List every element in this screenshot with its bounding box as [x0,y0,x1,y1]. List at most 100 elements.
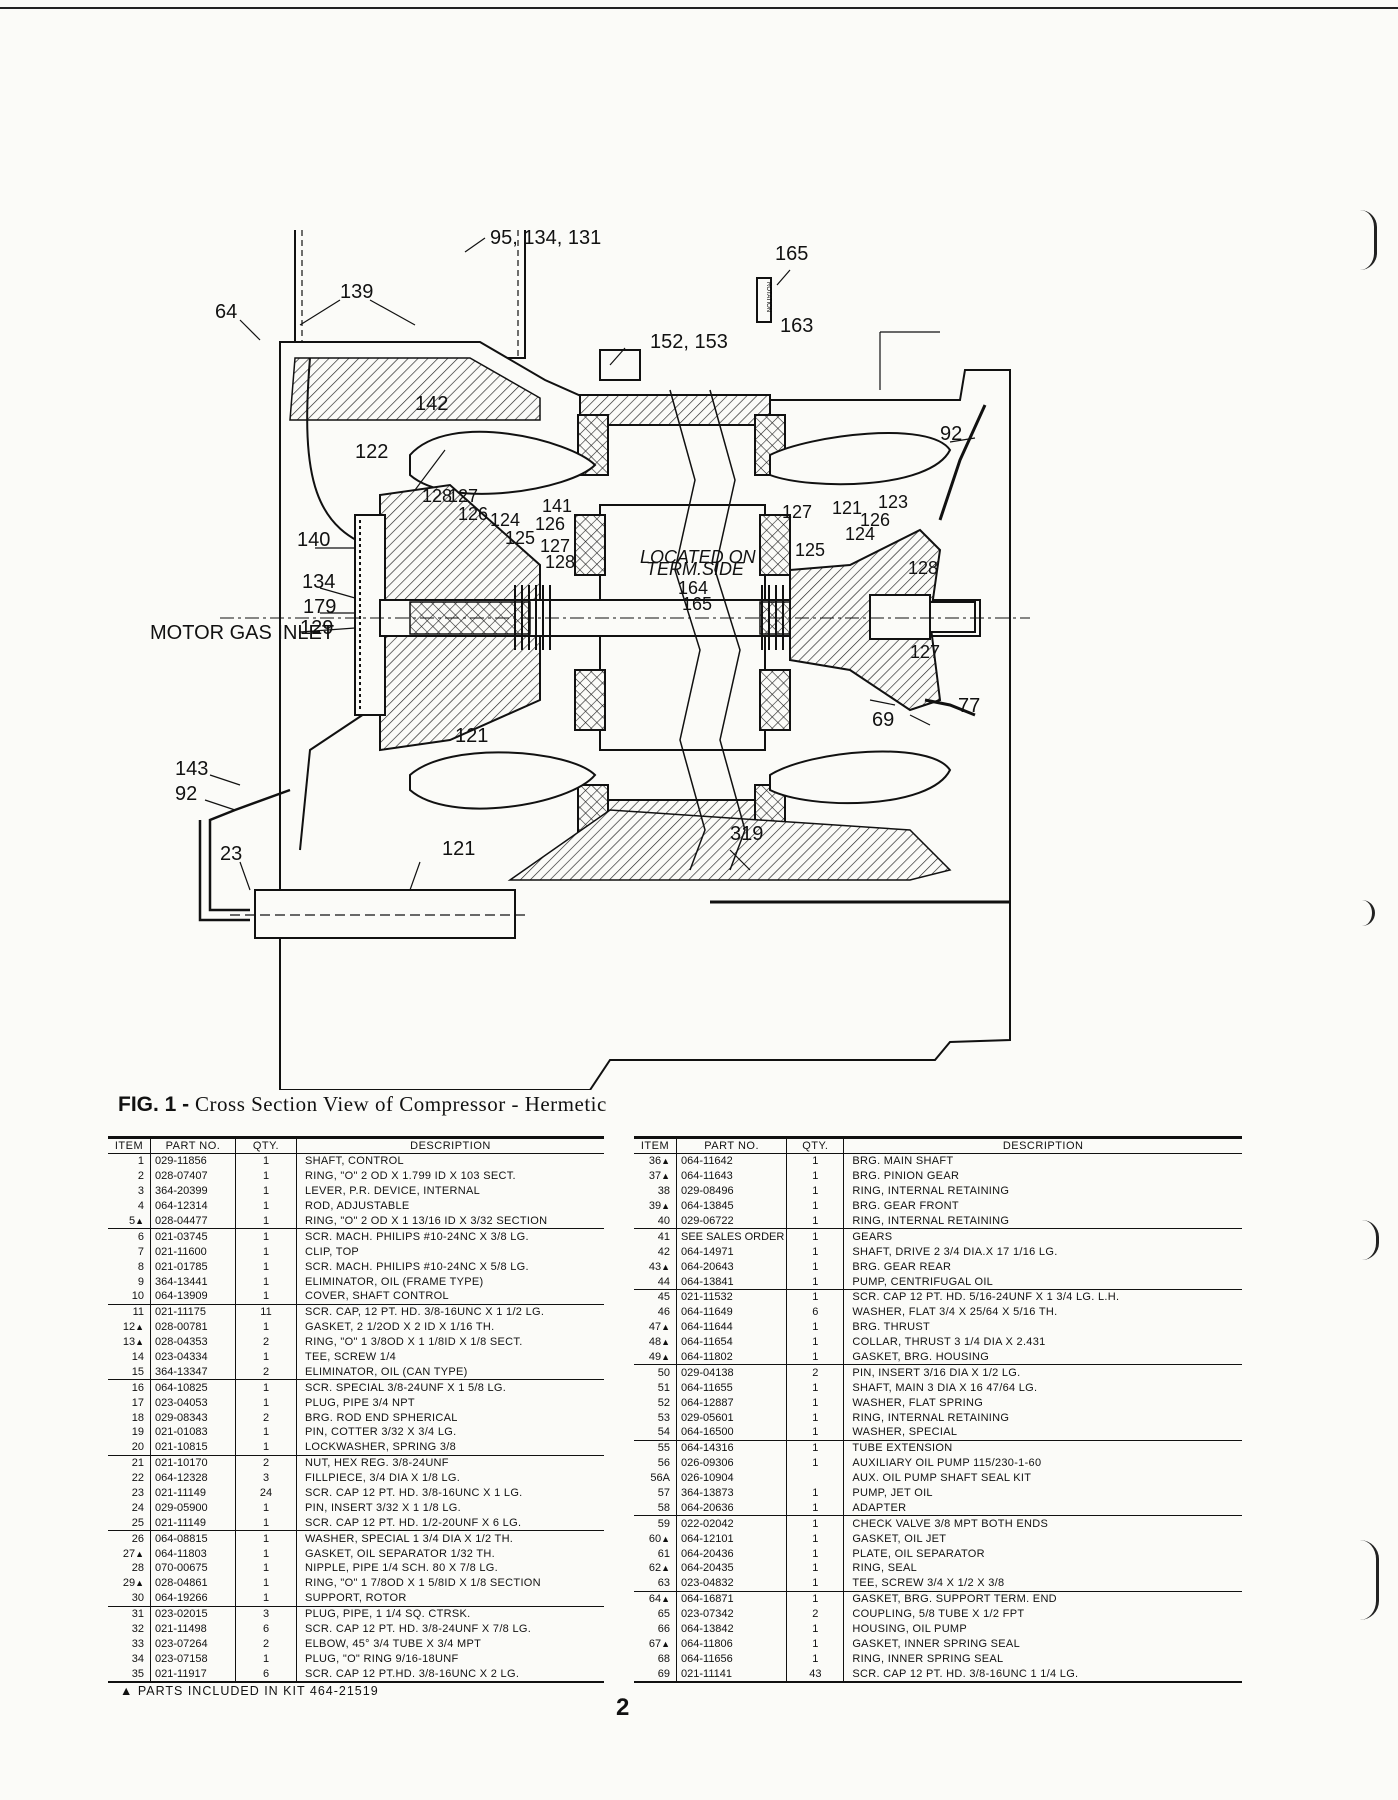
qty-cell-text: 1 [262,1230,270,1243]
item-cell-text: 2 [137,1170,144,1183]
part-no-cell: 029-08496 [675,1183,787,1199]
description-cell: TUBE EXTENSION [843,1439,1242,1456]
qty-cell-text: 1 [262,1441,270,1454]
item-cell-text: 18 [131,1411,144,1424]
description-cell: SCR. MACH. PHILIPS #10-24NC X 5/8 LG. [296,1259,604,1275]
description-cell-text: SCR. CAP 12 PT. HD. 1/2-20UNF X 6 LG. [305,1516,522,1529]
item-cell-text: 63 [657,1577,670,1590]
qty-cell-text: 2 [262,1411,270,1424]
part-no-cell-text: 064-11806 [681,1637,733,1650]
callout-125-right: 125 [795,540,825,560]
qty-cell-text: 1 [812,1547,819,1560]
qty-cell: 1 [235,1213,297,1229]
part-no-cell: 064-11644 [675,1319,787,1335]
qty-cell: 1 [786,1244,844,1260]
description-cell-text: RING, SEAL [852,1562,918,1575]
callout-95-134-131: 95, 134, 131 [490,230,601,249]
part-no-cell-text: 023-04334 [155,1351,208,1364]
qty-cell [786,1470,844,1486]
qty-cell-text: 1 [812,1411,819,1424]
item-cell: 40 [634,1214,677,1229]
item-cell: 30 [108,1591,151,1606]
callout-124-right: 124 [845,524,875,544]
description-cell: GASKET, 2 1/2OD X 2 ID X 1/16 TH. [296,1319,604,1335]
item-cell: 21 [108,1454,151,1471]
item-cell: 67▲ [634,1637,677,1652]
description-cell-text: BRG. GEAR FRONT [852,1200,959,1213]
description-cell: RING, INTERNAL RETAINING [843,1183,1242,1199]
callout-164: 164 [678,578,708,598]
description-cell: PIN, INSERT 3/32 X 1 1/8 LG. [296,1500,604,1516]
kit-marker-icon: ▲ [661,1594,670,1605]
qty-cell-text: 1 [812,1562,819,1575]
part-no-cell-text: SEE SALES ORDER [681,1230,785,1243]
part-no-cell-text: 021-11141 [681,1667,732,1680]
item-cell-text: 25 [131,1516,144,1529]
qty-cell-text: 1 [812,1215,819,1227]
description-cell: PLATE, OIL SEPARATOR [843,1546,1242,1562]
kit-marker-icon: ▲ [661,1201,670,1212]
rotation-tag-label: ROTATION [765,282,771,312]
description-cell: BRG. GEAR FRONT [843,1198,1242,1214]
description-cell: ELBOW, 45° 3/4 TUBE X 3/4 MPT [296,1636,604,1652]
description-cell-text: SCR. CAP 12 PT. HD. 5/16-24UNF X 1 3/4 L… [852,1291,1120,1304]
item-cell-text: 7 [137,1245,144,1258]
description-cell-text: TEE, SCREW 1/4 [305,1351,396,1364]
item-cell-text: 60 [648,1532,662,1545]
qty-cell-text: 6 [262,1623,270,1636]
description-cell: COUPLING, 5/8 TUBE X 1/2 FPT [843,1606,1242,1622]
part-no-cell-text: 026-09306 [681,1457,734,1470]
part-no-cell: 064-14316 [675,1439,787,1456]
part-no-cell: 064-11649 [675,1304,787,1320]
description-cell: RING, "O" 2 OD X 1 13/16 ID X 3/32 SECTI… [296,1213,604,1229]
part-no-cell-text: 021-11149 [155,1516,206,1529]
description-cell: NUT, HEX REG. 3/8-24UNF [296,1454,604,1471]
part-no-cell-text: 023-07342 [681,1608,734,1621]
qty-cell-text: 1 [812,1185,819,1198]
item-cell-text: 30 [131,1592,144,1605]
qty-cell: 1 [235,1425,297,1440]
kit-marker-icon: ▲ [135,1216,144,1226]
qty-cell: 1 [786,1259,844,1275]
description-cell-text: BRG. GEAR REAR [852,1260,952,1273]
description-cell: AUX. OIL PUMP SHAFT SEAL KIT [843,1470,1242,1486]
qty-cell: 1 [786,1183,844,1199]
kit-marker-icon: ▲ [661,1533,670,1544]
item-cell: 65 [634,1607,677,1622]
item-cell-text: 49 [648,1351,662,1364]
part-no-cell-text: 064-11649 [681,1306,733,1319]
part-no-cell-text: 029-08343 [155,1411,208,1424]
kit-marker-icon: ▲ [661,1337,670,1348]
part-no-cell: 064-12328 [150,1470,236,1486]
description-cell: RING, SEAL [843,1561,1242,1576]
part-no-cell: 064-08815 [150,1530,236,1547]
qty-cell-text: 1 [812,1426,819,1439]
item-cell: 42 [634,1244,677,1259]
description-cell: BRG. THRUST [843,1319,1242,1335]
parts-table-right: ITEM PART NO. QTY. DESCRIPTION 36▲064-11… [634,1136,1242,1684]
part-no-cell: 064-13909 [150,1289,236,1305]
part-no-cell-text: 064-13845 [681,1200,734,1213]
description-cell-text: PLUG, "O" RING 9/16-18UNF [305,1652,459,1665]
qty-cell: 1 [235,1274,297,1290]
scan-edge-mark [1360,1540,1379,1620]
item-cell-text: 48 [648,1336,662,1349]
item-cell-text: 29 [122,1577,136,1590]
item-cell-text: 23 [131,1487,144,1500]
header-description: DESCRIPTION [296,1136,604,1154]
callout-128-right: 128 [908,558,938,578]
qty-cell-text: 1 [812,1487,819,1500]
description-cell: SUPPORT, ROTOR [296,1590,604,1607]
qty-cell-text: 1 [262,1652,270,1665]
description-cell: PLUG, "O" RING 9/16-18UNF [296,1651,604,1667]
qty-cell-text: 1 [812,1396,819,1409]
qty-cell: 1 [786,1636,844,1652]
